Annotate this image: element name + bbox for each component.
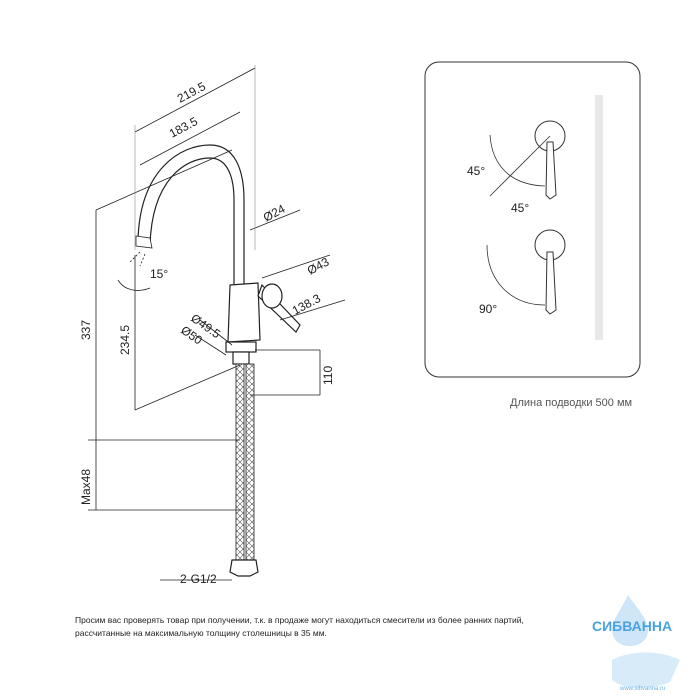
dim-d24: Ø24	[261, 201, 288, 224]
dim-138-3: 138.3	[290, 291, 323, 318]
angle-label-a: 45°	[467, 164, 485, 178]
supply-hoses	[229, 363, 259, 577]
angle-label-b: 45°	[511, 201, 529, 215]
hose-length-caption: Длина подводки 500 мм	[510, 397, 632, 409]
sibvanna-logo: СИБВАННА www.sibvanna.ru	[592, 595, 680, 692]
logo-url: www.sibvanna.ru	[619, 686, 665, 692]
spout	[137, 144, 245, 285]
notice-text: Просим вас проверять товар при получении…	[75, 614, 575, 640]
notice-line-1: Просим вас проверять товар при получении…	[75, 615, 524, 625]
angle-label-c: 90°	[479, 302, 497, 316]
body	[227, 282, 261, 343]
dim-234-5: 234.5	[118, 325, 132, 355]
dim-thread: 2-G1/2	[180, 572, 217, 586]
handle-view-panel	[424, 61, 641, 378]
dim-d43: Ø43	[305, 254, 332, 277]
dim-angle-15: 15°	[150, 267, 168, 281]
dim-183-5: 183.5	[167, 114, 200, 141]
dim-337: 337	[79, 320, 93, 340]
dim-max48: Max48	[79, 469, 93, 505]
notice-line-2: рассчитанные на максимальную толщину сто…	[75, 628, 327, 638]
dim-110: 110	[321, 366, 335, 385]
logo-text: СИБВАННА	[592, 618, 672, 634]
